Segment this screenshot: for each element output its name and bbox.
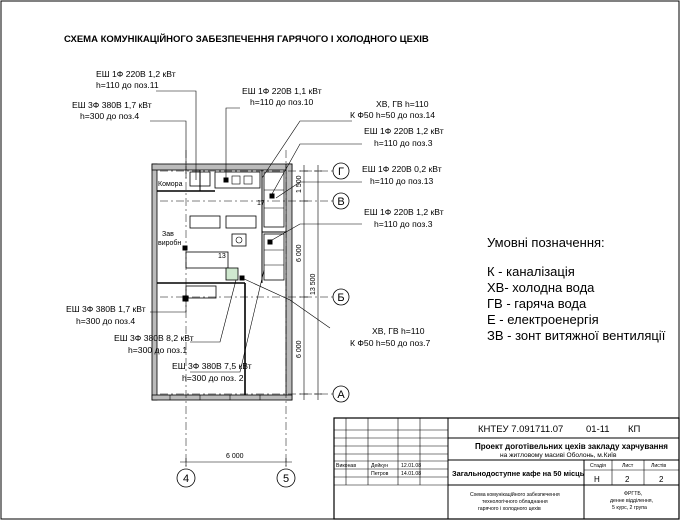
- callout-right-3-line1: ЕШ 1Ф 220В 0,2 кВт: [362, 164, 442, 174]
- dimension-13500: 13 500: [310, 273, 317, 295]
- axis-markers: [176, 162, 350, 488]
- axis-label-a: А: [337, 389, 345, 401]
- callout-bottom-2-line2: h=300 до поз.1: [128, 345, 187, 355]
- callout-left-2-line1: ЕШ 3Ф 380В 1,7 кВт: [72, 100, 152, 110]
- title-block: [333, 417, 680, 520]
- dimension-1500: 1 500: [296, 175, 303, 193]
- titleblock-drawing-name: Загальнодоступне кафе на 50 місць: [452, 469, 585, 478]
- dimension-6000-lower: 6 000: [296, 340, 303, 358]
- outer-wall-bottom: [151, 394, 293, 401]
- axis-label-4: 4: [183, 473, 189, 485]
- titleblock-desc-line3: гарячого і холодного цехів: [478, 506, 541, 512]
- titleblock-desc-line2: технологічного обладнання: [482, 499, 548, 505]
- dimension-horizontal: 6 000: [226, 453, 244, 460]
- titleblock-desc-line1: Схема комунікаційного забезпечення: [470, 491, 560, 498]
- equipment-stove: [263, 233, 285, 281]
- titleblock-sheets-header: Листів: [651, 463, 666, 469]
- equipment-sink: [231, 233, 247, 247]
- callout-bottom-4-line2: К Ф50 h=50 до поз.7: [350, 338, 430, 348]
- leader-lines: [150, 90, 362, 373]
- titleblock-sheet-value: 2: [625, 475, 630, 484]
- titleblock-org-line2: денне відділення,: [610, 498, 653, 504]
- callout-left-1-line2: h=110 до поз.11: [96, 80, 159, 90]
- legend-item-4: Е - електроенергія: [487, 312, 599, 327]
- item-number-17: 17: [257, 200, 265, 207]
- axis-circle-a: [332, 385, 350, 403]
- equipment-green-unit: [225, 267, 239, 281]
- legend-title: Умовні позначення:: [487, 235, 605, 250]
- callout-right-2-line1: ЕШ 1Ф 220В 1,2 кВт: [364, 126, 444, 136]
- titleblock-code: КНТЕУ 7.091711.07: [478, 424, 563, 435]
- titleblock-sheets-value: 2: [659, 475, 664, 484]
- callout-right-3-line2: h=110 до поз.13: [370, 176, 434, 186]
- legend-item-3: ГВ - гаряча вода: [487, 296, 587, 311]
- outer-wall-right: [285, 163, 293, 401]
- callout-bottom-3-line2: h=300 до поз. 2: [182, 373, 244, 383]
- callout-right-4-line1: ЕШ 1Ф 220В 1,2 кВт: [364, 207, 444, 217]
- axis-circle-4: [176, 468, 196, 488]
- titleblock-stage-header: Стадія: [590, 463, 606, 469]
- titleblock-stage-value: Н: [594, 475, 600, 484]
- axis-lines: [160, 150, 338, 468]
- dimension-6000-upper: 6 000: [296, 244, 303, 262]
- callout-right-2-line2: h=110 до поз.3: [374, 138, 433, 148]
- callout-right-1-line1: ХВ, ГВ h=110: [376, 99, 429, 109]
- axis-label-b: Б: [337, 292, 344, 304]
- callout-left-3-line2: h=110 до поз.10: [250, 97, 314, 107]
- equipment-shelf-right: [263, 171, 285, 228]
- callout-bottom-1-line2: h=300 до поз.4: [76, 316, 135, 326]
- equipment-table-1: [225, 215, 257, 229]
- legend-item-2: ХВ- холодна вода: [487, 280, 595, 295]
- callout-bottom-2-line1: ЕШ 3Ф 380В 8,2 кВт: [114, 333, 194, 343]
- callout-right-4-line2: h=110 до поз.3: [374, 219, 433, 229]
- drawing-title: СХЕМА КОМУНІКАЦІЙНОГО ЗАБЕЗПЕЧЕННЯ ГАРЯЧ…: [64, 33, 429, 45]
- callout-left-3-line1: ЕШ 1Ф 220В 1,1 кВт: [242, 86, 322, 96]
- callout-left-2-line2: h=300 до поз.4: [80, 111, 139, 121]
- titleblock-person1-role: Виконав: [336, 463, 356, 469]
- legend-item-1: К - каналізація: [487, 264, 575, 279]
- titleblock-org-line1: ФРГТБ,: [624, 491, 642, 497]
- equipment-worktable-lower: [185, 285, 217, 299]
- titleblock-org-line3: 5 курс, 2 група: [612, 505, 647, 511]
- room-label-storage: Комора: [158, 181, 183, 188]
- titleblock-sheet-header: Лист: [622, 463, 634, 469]
- titleblock-date-code: 01-11: [586, 424, 610, 435]
- axis-label-5: 5: [283, 473, 289, 485]
- titleblock-project-line2: на житловому масиві Оболонь, м.Київ: [500, 451, 617, 459]
- titleblock-person1-date: 12.01.08: [401, 463, 421, 469]
- callout-right-1-line2: К Ф50 h=50 до поз.14: [350, 110, 435, 120]
- equipment-table-2: [189, 215, 221, 229]
- room-label-prep-2: виробн: [158, 239, 181, 247]
- axis-label-v: В: [337, 196, 344, 208]
- equipment-storage-2: [214, 171, 261, 189]
- titleblock-project-line1: Проект доготівельних цехів закладу харчу…: [475, 442, 668, 451]
- equipment-storage-1: [189, 171, 211, 187]
- titleblock-person1-name: Дейкун: [371, 462, 388, 469]
- callout-bottom-3-line1: ЕШ 3Ф 380В 7,5 кВт: [172, 361, 252, 371]
- axis-label-g: Г: [338, 166, 344, 178]
- titleblock-kp: КП: [628, 424, 641, 435]
- axis-circle-g: [332, 162, 350, 180]
- callout-left-1-line1: ЕШ 1Ф 220В 1,2 кВт: [96, 69, 176, 79]
- legend-item-5: ЗВ - зонт витяжної вентиляції: [487, 328, 666, 343]
- outer-wall-left: [151, 163, 158, 401]
- equipment-prep-table: [185, 251, 229, 269]
- item-number-13: 13: [218, 253, 226, 260]
- axis-circle-5: [276, 468, 296, 488]
- titleblock-person2-date: 14.01.08: [401, 471, 421, 477]
- titleblock-person2-name: Петров: [371, 471, 389, 477]
- axis-circle-b: [332, 288, 350, 306]
- callout-bottom-4-line1: ХВ, ГВ h=110: [372, 326, 425, 336]
- room-label-prep-1: Зав: [162, 231, 174, 238]
- axis-circle-v: [332, 192, 350, 210]
- legend: Умовні позначення: К - каналізація ХВ- х…: [487, 235, 666, 343]
- dimension-lines: [180, 165, 322, 466]
- callout-bottom-1-line1: ЕШ 3Ф 380В 1,7 кВт: [66, 304, 146, 314]
